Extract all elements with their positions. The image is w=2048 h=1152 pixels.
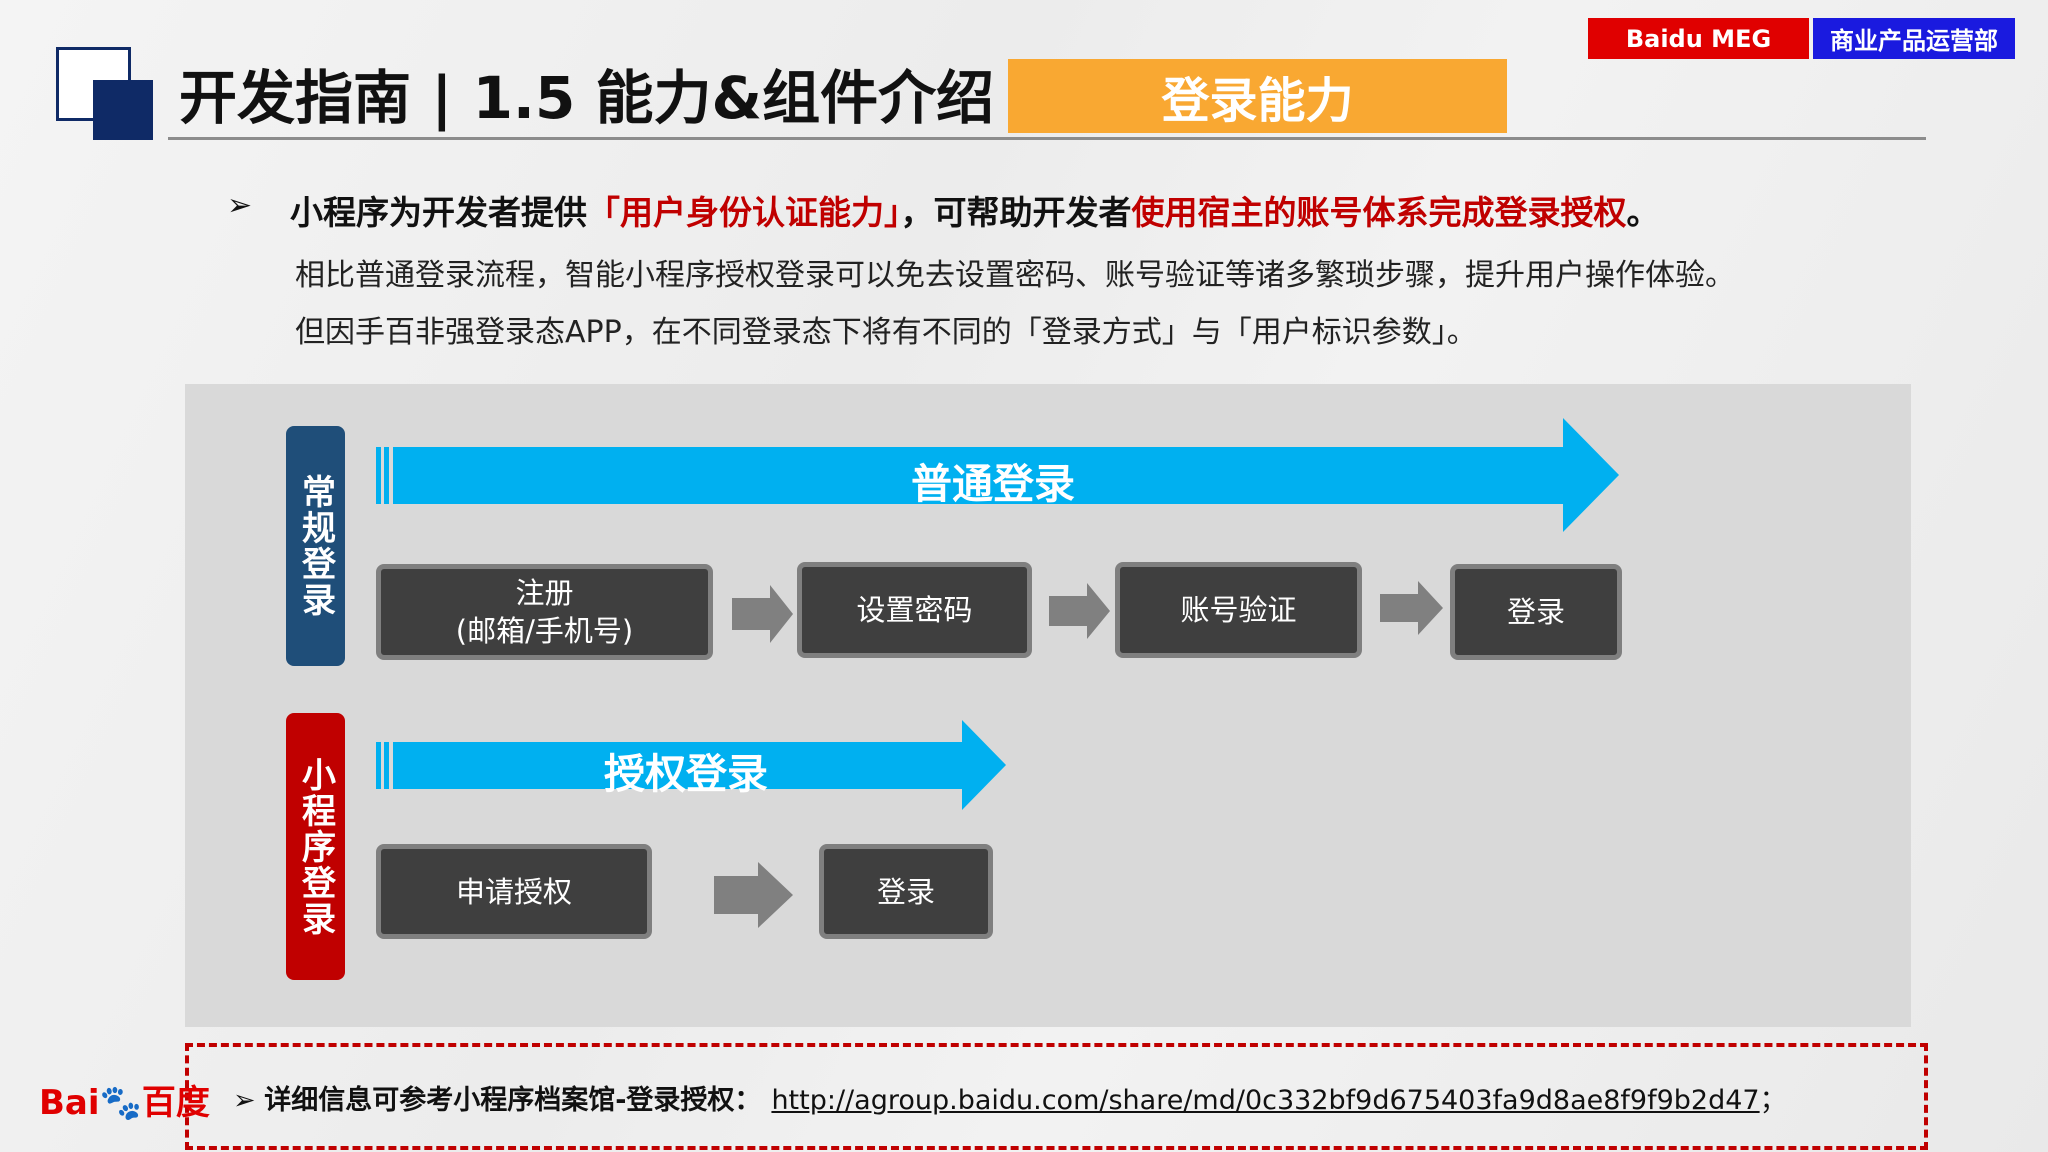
intro-highlight: 「用户身份认证能力」: [587, 193, 901, 232]
step-register: 注册 (邮箱/手机号): [376, 564, 713, 660]
reference-box: [185, 1043, 1928, 1150]
step-login-miniapp: 登录: [819, 844, 993, 939]
bullet-arrow-icon: ➢: [233, 1085, 265, 1116]
step-arrow-icon: [1049, 583, 1110, 639]
intro-text: 。: [1626, 193, 1660, 232]
step-arrow-icon: [714, 862, 793, 928]
intro-line-2: 相比普通登录流程，智能小程序授权登录可以免去设置密码、账号验证等诸多繁琐步骤，提…: [295, 258, 1735, 293]
reference-label: 详细信息可参考小程序档案馆-登录授权：: [264, 1085, 762, 1116]
intro-highlight: 使用宿主的账号体系完成登录授权: [1131, 193, 1627, 232]
badge-department: 商业产品运营部: [1813, 18, 2015, 59]
step-arrow-icon: [732, 585, 793, 643]
step-label: 登录: [876, 874, 935, 909]
step-arrow-icon: [1380, 581, 1443, 635]
intro-headline: 小程序为开发者提供「用户身份认证能力」，可帮助开发者使用宿主的账号体系完成登录授…: [290, 186, 1660, 234]
miniapp-login-label: 小程序登录: [286, 713, 345, 980]
intro-line-3: 但因手百非强登录态APP，在不同登录态下将有不同的「登录方式」与「用户标识参数」…: [295, 315, 1477, 350]
step-request-auth: 申请授权: [376, 844, 652, 939]
miniapp-login-arrow: [376, 720, 1006, 810]
intro-text: ，可帮助开发者: [900, 193, 1132, 232]
section-tag: 登录能力: [1008, 59, 1507, 133]
title-divider: [168, 137, 1926, 140]
regular-login-arrow: [376, 418, 1619, 532]
bullet-arrow-icon: ➢: [227, 188, 253, 223]
step-account-verify: 账号验证: [1115, 562, 1362, 658]
step-label: 登录: [1506, 595, 1565, 629]
regular-arrow-label: 普通登录: [911, 460, 1075, 508]
regular-login-label: 常规登录: [286, 426, 345, 666]
reference-link[interactable]: http://agroup.baidu.com/share/md/0c332bf…: [771, 1085, 1760, 1116]
badge-baidu-meg: Baidu MEG: [1588, 18, 1809, 59]
step-label: 注册: [515, 576, 574, 610]
step-login: 登录: [1450, 564, 1622, 660]
baidu-logo: Bai🐾百度: [39, 1083, 210, 1123]
step-label: 账号验证: [1180, 593, 1297, 627]
reference-suffix: ；: [1759, 1085, 1787, 1116]
step-label: 申请授权: [455, 874, 572, 909]
step-set-password: 设置密码: [797, 562, 1032, 658]
step-sublabel: (邮箱/手机号): [455, 614, 634, 648]
reference-line: ➢ 详细信息可参考小程序档案馆-登录授权： http://agroup.baidu…: [233, 1078, 1787, 1117]
logo-square-filled: [93, 80, 153, 140]
intro-text: 小程序为开发者提供: [290, 193, 587, 232]
step-label: 设置密码: [856, 593, 973, 627]
page-title: 开发指南 | 1.5 能力&组件介绍: [179, 64, 995, 132]
miniapp-arrow-label: 授权登录: [604, 750, 768, 798]
